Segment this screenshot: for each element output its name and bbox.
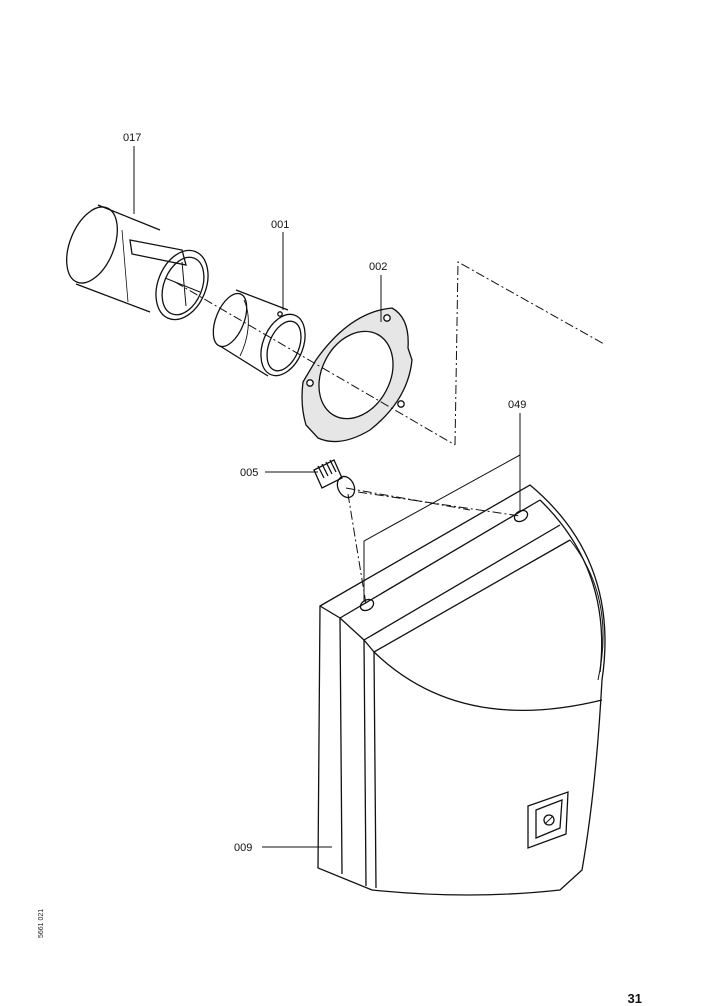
label-009: 009 (234, 842, 252, 854)
drawing-id: 5661 021 (38, 908, 45, 938)
alignment-axes (174, 261, 605, 605)
page-number: 31 (627, 991, 642, 1006)
part-002-flange-gasket (301, 307, 413, 443)
part-017-extension-tube (66, 204, 209, 321)
label-049: 049 (508, 399, 526, 411)
part-005-plug-fitting (313, 459, 356, 499)
leader-lines (133, 146, 521, 848)
part-001-adapter-sleeve (212, 289, 306, 377)
label-002: 002 (369, 261, 387, 273)
callout-labels: 017 001 002 005 049 009 (123, 132, 526, 854)
label-017: 017 (123, 132, 141, 144)
label-001: 001 (271, 219, 289, 231)
part-009-burner-casing (317, 484, 606, 896)
label-005: 005 (240, 467, 258, 479)
